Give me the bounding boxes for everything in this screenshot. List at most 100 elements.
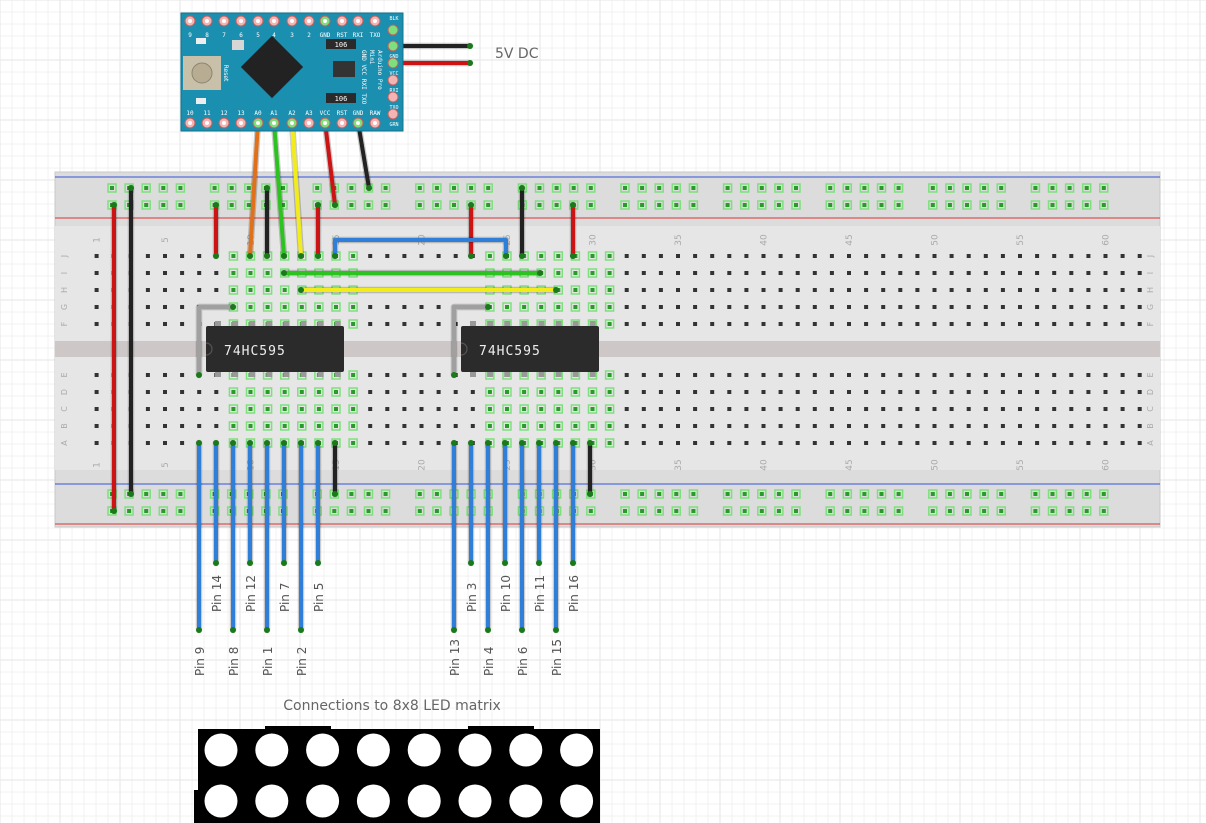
arduino-pin-hole xyxy=(323,19,327,23)
breadboard-hole xyxy=(744,441,749,445)
breadboard-hole xyxy=(932,373,937,377)
hole-highlight xyxy=(536,404,546,414)
rail-hole-highlight xyxy=(141,183,151,193)
rail-hole xyxy=(383,186,388,190)
rail-hole xyxy=(452,203,456,207)
rail-hole xyxy=(862,509,867,513)
wire-blue-matrix-end xyxy=(502,560,508,566)
breadboard-hole xyxy=(94,288,99,292)
breadboard-hole xyxy=(829,322,834,326)
rail-hole xyxy=(879,509,884,513)
breadboard-hole xyxy=(1052,373,1057,377)
breadboard-hole xyxy=(1000,254,1005,258)
hole-highlight xyxy=(570,285,581,295)
arduino-pin-hole xyxy=(290,121,294,125)
rail-hole xyxy=(246,186,251,190)
breadboard-hole xyxy=(829,407,834,411)
breadboard-hole xyxy=(163,390,167,394)
breadboard-hole xyxy=(163,373,167,377)
row-letter: H xyxy=(60,287,69,293)
breadboard-hole xyxy=(710,322,715,326)
hole-highlight xyxy=(245,268,256,278)
wire-blue-matrix-end xyxy=(570,440,576,446)
arduino-pin-label: 12 xyxy=(220,110,228,117)
breadboard-hole xyxy=(864,424,869,428)
rail-hole xyxy=(742,492,747,496)
hole-highlight xyxy=(348,370,358,380)
hole-highlight xyxy=(297,421,307,431)
rail-hole xyxy=(1067,203,1072,207)
breadboard-hole xyxy=(607,407,612,411)
rail-hole-highlight xyxy=(722,200,733,210)
rail-hole-highlight xyxy=(141,506,151,516)
breadboard-hole xyxy=(795,305,800,309)
breadboard-hole xyxy=(1069,390,1074,394)
column-number: 1 xyxy=(93,237,103,243)
breadboard-hole xyxy=(624,373,629,377)
breadboard-hole xyxy=(1018,288,1022,292)
wire-yellow-horizontal-end xyxy=(553,287,559,293)
breadboard-hole xyxy=(744,322,749,326)
hole-highlight xyxy=(348,251,358,261)
wire-black-end xyxy=(332,440,338,446)
wire-gray xyxy=(452,305,490,377)
rail-hole xyxy=(657,203,662,207)
rail-hole-highlight xyxy=(876,200,887,210)
rail-hole xyxy=(1033,203,1038,207)
rail-hole-highlight xyxy=(996,506,1006,516)
breadboard-hole xyxy=(744,390,749,394)
breadboard-hole xyxy=(1103,254,1108,258)
rail-hole xyxy=(554,186,559,190)
breadboard-hole xyxy=(436,390,441,394)
wire-gray-end xyxy=(451,372,457,378)
hole-highlight xyxy=(604,404,615,414)
breadboard-hole xyxy=(316,305,321,309)
breadboard-hole xyxy=(368,390,373,394)
rail-hole-highlight xyxy=(757,200,767,210)
wire-black-gnd-end xyxy=(366,185,372,191)
breadboard-hole xyxy=(573,271,578,275)
breadboard-hole xyxy=(436,322,441,326)
breadboard-hole xyxy=(1086,373,1091,377)
breadboard-hole xyxy=(1086,390,1091,394)
arduino-pin-hole xyxy=(205,121,209,125)
breadboard-hole xyxy=(282,390,287,394)
breadboard-hole xyxy=(1086,254,1091,258)
hole-highlight xyxy=(348,302,358,312)
breadboard-hole xyxy=(163,271,167,275)
breadboard-hole xyxy=(334,424,338,428)
breadboard-hole xyxy=(556,390,561,394)
arduino-pin-label: 6 xyxy=(239,32,243,39)
rail-hole xyxy=(417,492,422,496)
hole-highlight xyxy=(262,387,273,397)
rail-hole-highlight xyxy=(432,489,442,499)
breadboard-hole xyxy=(334,390,338,394)
rail-hole xyxy=(999,492,1004,496)
hole-highlight xyxy=(348,319,358,329)
breadboard-hole xyxy=(505,305,509,309)
arduino-pin-label: A3 xyxy=(305,110,313,117)
rail-hole xyxy=(178,492,183,496)
breadboard-hole xyxy=(983,407,988,411)
breadboard-hole xyxy=(949,390,954,394)
rail-hole-highlight xyxy=(825,200,835,210)
arduino-pin-hole xyxy=(222,19,226,23)
breadboard-hole xyxy=(1000,288,1005,292)
breadboard-hole xyxy=(351,424,356,428)
breadboard-hole xyxy=(983,271,988,275)
arduino-pin-label: TXO xyxy=(370,32,381,39)
rail-hole xyxy=(725,186,730,190)
breadboard-hole xyxy=(932,390,937,394)
hole-highlight xyxy=(604,421,615,431)
breadboard-hole xyxy=(214,288,219,292)
rail-hole xyxy=(144,203,149,207)
breadboard-hole xyxy=(1035,390,1040,394)
wire-yellow-a2 xyxy=(290,120,303,258)
led-dot xyxy=(306,784,340,818)
wire-black-end xyxy=(519,185,525,191)
column-number: 50 xyxy=(931,234,941,246)
breadboard-hole xyxy=(641,271,646,275)
arduino-pin-label: 8 xyxy=(205,32,209,39)
rail-hole-highlight xyxy=(586,183,596,193)
